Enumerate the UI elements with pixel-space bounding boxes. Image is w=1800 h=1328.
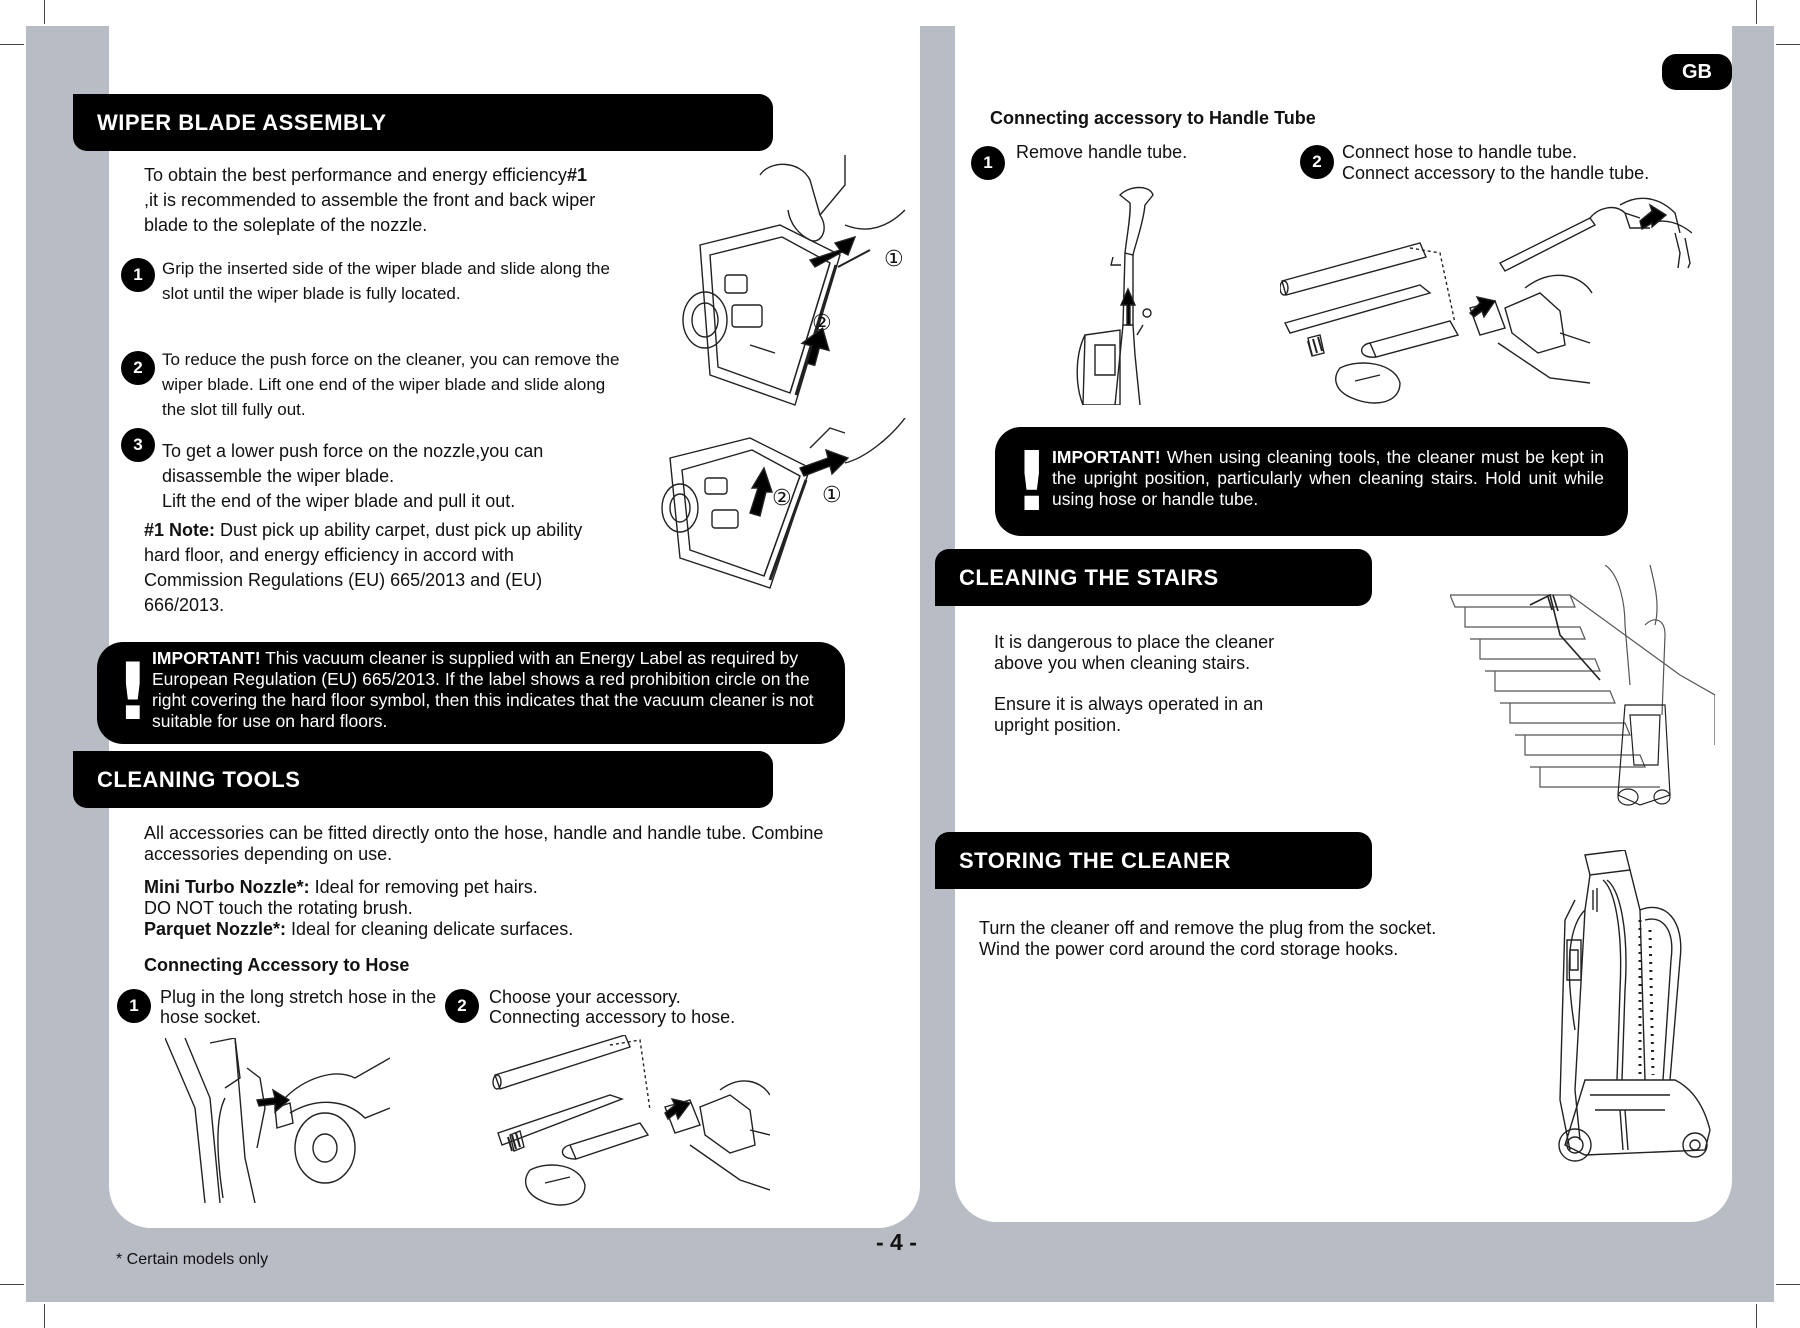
storing-line-1: Turn the cleaner off and remove the plug… [979, 918, 1436, 939]
stairs-upright: Ensure it is always operated in an uprig… [994, 694, 1304, 736]
storing-cleaner-illustration [1545, 850, 1725, 1170]
wiper-install-illustration [670, 155, 910, 410]
step-number: 1 [121, 258, 155, 292]
exclamation-icon: ! [115, 648, 151, 738]
crop-mark [44, 1304, 45, 1328]
important-tools-box: ! IMPORTANT! When using cleaning tools, … [995, 427, 1628, 536]
hose-step-2-line2: Connecting accessory to hose. [489, 1007, 735, 1027]
callout-1: ① [884, 247, 904, 272]
parquet-line: Parquet Nozzle*: Ideal for cleaning deli… [144, 919, 884, 940]
crop-mark [0, 1284, 24, 1285]
page-number: - 4 - [876, 1230, 917, 1255]
hose-socket-illustration [165, 1038, 390, 1203]
crop-mark [1776, 44, 1800, 45]
important-tools-text: IMPORTANT! When using cleaning tools, th… [1052, 447, 1604, 510]
wiper-step-3-line2: Lift the end of the wiper blade and pull… [162, 489, 602, 514]
important-energy-box: ! IMPORTANT! This vacuum cleaner is supp… [97, 642, 845, 744]
handle-step-2-line1: Connect hose to handle tube. [1342, 142, 1577, 163]
language-badge: GB [1662, 54, 1732, 90]
callout-2: ② [812, 311, 832, 336]
hose-heading: Connecting Accessory to Hose [144, 953, 409, 978]
handle-step-2-line2: Connect accessory to the handle tube. [1342, 163, 1649, 184]
remove-handle-tube-illustration [1075, 185, 1175, 405]
crop-mark [0, 44, 24, 45]
crop-mark [1756, 1304, 1757, 1328]
tools-intro: All accessories can be fitted directly o… [144, 823, 884, 865]
important-energy-text: IMPORTANT! This vacuum cleaner is suppli… [152, 648, 832, 732]
crop-mark [1756, 0, 1757, 24]
handle-tube-accessories-illustration [1280, 193, 1692, 418]
step-number: 2 [121, 351, 155, 385]
section-heading-stairs: CLEANING THE STAIRS [935, 549, 1372, 606]
stairs-warning: It is dangerous to place the cleaner abo… [994, 632, 1304, 674]
crop-mark [1776, 1284, 1800, 1285]
exclamation-icon: ! [1013, 437, 1050, 529]
wiper-intro: To obtain the best performance and energ… [144, 163, 604, 238]
step-number: 2 [445, 989, 479, 1023]
section-heading-wiper: WIPER BLADE ASSEMBLY [73, 94, 773, 151]
step-number: 3 [121, 428, 155, 462]
accessories-hose-illustration [490, 1035, 770, 1215]
section-heading-storing: STORING THE CLEANER [935, 832, 1372, 889]
step-number: 1 [971, 146, 1005, 180]
wiper-step-2: To reduce the push force on the cleaner,… [162, 347, 622, 422]
mini-turbo-line: Mini Turbo Nozzle*: Ideal for removing p… [144, 877, 884, 898]
storing-line-2: Wind the power cord around the cord stor… [979, 939, 1398, 960]
handle-step-1: Remove handle tube. [1016, 142, 1187, 163]
wiper-step-3-line1: To get a lower push force on the nozzle,… [162, 439, 602, 489]
section-heading-tools: CLEANING TOOLS [73, 751, 773, 808]
handle-tube-heading: Connecting accessory to Handle Tube [990, 106, 1316, 131]
step-number: 1 [117, 989, 151, 1023]
do-not-touch-line: DO NOT touch the rotating brush. [144, 898, 884, 919]
wiper-step-1: Grip the inserted side of the wiper blad… [162, 256, 622, 306]
crop-mark [44, 0, 45, 24]
wiper-note: #1 Note: Dust pick up ability carpet, du… [144, 518, 584, 618]
hose-step-2-line1: Choose your accessory. [489, 987, 681, 1007]
callout-2: ② [772, 486, 792, 511]
footnote: * Certain models only [116, 1247, 268, 1272]
step-number: 2 [1300, 145, 1334, 179]
hose-step-1: Plug in the long stretch hose in the hos… [160, 987, 440, 1027]
stairs-illustration [1450, 565, 1715, 815]
callout-1: ① [822, 483, 842, 508]
